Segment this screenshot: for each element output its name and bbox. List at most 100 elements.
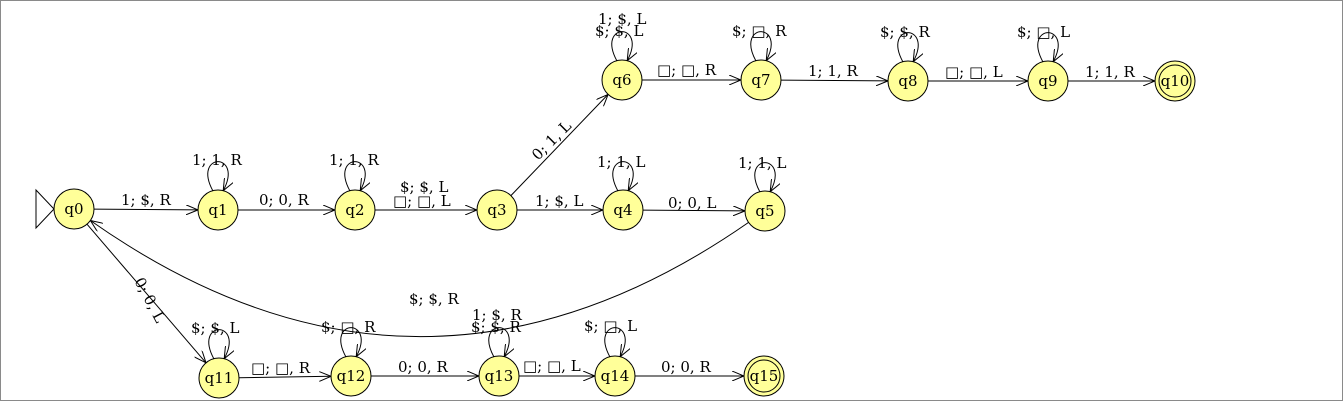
state-circle bbox=[478, 355, 520, 397]
transition-label: $; □, L bbox=[1017, 23, 1070, 41]
transition-label: 1; $, L bbox=[598, 10, 646, 28]
transition-arrow-q7-q8 bbox=[780, 80, 888, 81]
transition-label: □; □, L bbox=[945, 63, 1003, 81]
transition-label: 0; 1, L bbox=[528, 117, 575, 164]
state-q6[interactable]: q6 bbox=[601, 59, 643, 101]
state-circle bbox=[744, 190, 786, 232]
state-label: q1 bbox=[208, 201, 227, 219]
transition-label: 0; 0, R bbox=[398, 358, 448, 376]
state-q2[interactable]: q2 bbox=[334, 189, 376, 231]
transition-label: $; $, L bbox=[595, 22, 643, 40]
transition-label: 1; 1, L bbox=[738, 154, 786, 172]
start-state-arrow-icon bbox=[35, 188, 55, 230]
state-label: q15 bbox=[750, 367, 779, 385]
state-label: q12 bbox=[337, 367, 366, 385]
self-loop-q13 bbox=[488, 327, 509, 357]
state-label: q5 bbox=[755, 202, 774, 220]
state-circle bbox=[887, 60, 929, 102]
transition-label: 1; $, L bbox=[535, 192, 583, 210]
state-circle bbox=[740, 59, 782, 101]
transition-label: 0; 0, R bbox=[661, 358, 711, 376]
state-label: q10 bbox=[1161, 72, 1190, 90]
state-label: q0 bbox=[64, 200, 83, 218]
self-loop-q2 bbox=[344, 161, 365, 191]
transition-label: 0; 0, L bbox=[668, 194, 716, 212]
state-label: q4 bbox=[613, 201, 632, 219]
state-label: q7 bbox=[751, 71, 770, 89]
state-q13[interactable]: q13 bbox=[478, 355, 520, 397]
state-label: q3 bbox=[487, 201, 506, 219]
transition-arrow-q3-q6 bbox=[510, 94, 608, 196]
transition-label: 1; $, R bbox=[472, 306, 522, 324]
transition-label: 1; 1, R bbox=[808, 62, 858, 80]
state-q15[interactable]: q15 bbox=[743, 355, 785, 397]
state-q8[interactable]: q8 bbox=[887, 60, 929, 102]
self-loop-q8 bbox=[897, 32, 918, 62]
transition-label: $; $, R bbox=[409, 290, 459, 308]
state-label: q2 bbox=[345, 201, 364, 219]
state-label: q11 bbox=[205, 369, 234, 387]
transition-arrow-q4-q5 bbox=[642, 210, 745, 211]
transition-label: 1; 1, R bbox=[192, 151, 242, 169]
transition-arrow-q0-q1 bbox=[93, 209, 198, 210]
transition-label: □; □, R bbox=[657, 61, 717, 79]
transition-label: 1; 1, L bbox=[597, 153, 645, 171]
transition-label: □; □, L bbox=[393, 192, 451, 210]
transition-label: $; $, R bbox=[471, 318, 521, 336]
transition-label: $; $, L bbox=[400, 178, 448, 196]
transition-label: $; □, R bbox=[732, 22, 787, 40]
state-nodes: q0 q1 q2 q3 q4 q5 q6 q7 q8 q9 q10 q11 q12 q13 q14 q15 bbox=[35, 59, 1196, 399]
state-circle bbox=[197, 189, 239, 231]
state-circle bbox=[476, 189, 518, 231]
self-loop-q14 bbox=[604, 327, 625, 357]
final-state-ring bbox=[1158, 64, 1192, 98]
transition-label: $; □, R bbox=[321, 318, 376, 336]
state-label: q9 bbox=[1038, 72, 1057, 90]
state-label: q8 bbox=[898, 72, 917, 90]
state-q7[interactable]: q7 bbox=[740, 59, 782, 101]
state-q4[interactable]: q4 bbox=[602, 189, 644, 231]
state-q11[interactable]: q11 bbox=[198, 357, 240, 399]
state-q5[interactable]: q5 bbox=[744, 190, 786, 232]
transition-label: 1; $, R bbox=[121, 191, 171, 209]
state-circle bbox=[601, 59, 643, 101]
state-q14[interactable]: q14 bbox=[594, 355, 636, 397]
state-circle bbox=[743, 355, 785, 397]
state-q0[interactable]: q0 bbox=[53, 188, 95, 230]
state-q9[interactable]: q9 bbox=[1027, 60, 1069, 102]
state-label: q13 bbox=[485, 367, 514, 385]
state-circle bbox=[334, 189, 376, 231]
transition-arrow-q11-q12 bbox=[238, 376, 331, 377]
final-state-ring bbox=[747, 359, 781, 393]
state-circle bbox=[1154, 60, 1196, 102]
transition-label: $; □, L bbox=[584, 317, 637, 335]
transition-label: 1; 1, R bbox=[329, 151, 379, 169]
self-loop-q4 bbox=[612, 161, 633, 191]
transition-arrow-q0-q11 bbox=[86, 223, 206, 363]
state-circle bbox=[198, 357, 240, 399]
transition-label: □; □, L bbox=[523, 357, 581, 375]
transition-label: $; $, R bbox=[880, 23, 930, 41]
transition-label: 0; 0, L bbox=[130, 274, 169, 325]
state-q1[interactable]: q1 bbox=[197, 189, 239, 231]
self-loop-q12 bbox=[340, 327, 361, 357]
state-q10[interactable]: q10 bbox=[1154, 60, 1196, 102]
transition-edges bbox=[86, 31, 1155, 378]
state-circle bbox=[594, 355, 636, 397]
state-q12[interactable]: q12 bbox=[330, 355, 372, 397]
self-loop-q7 bbox=[750, 31, 771, 61]
transition-label: □; □, R bbox=[251, 359, 311, 377]
state-label: q14 bbox=[601, 367, 630, 385]
transition-arrow-q5-q0 bbox=[90, 221, 749, 338]
transition-label: 0; 0, R bbox=[259, 191, 309, 209]
self-loop-q11 bbox=[208, 329, 229, 359]
state-label: q6 bbox=[612, 71, 631, 89]
state-circle bbox=[53, 188, 95, 230]
state-q3[interactable]: q3 bbox=[476, 189, 518, 231]
self-loop-q5 bbox=[754, 162, 775, 192]
state-circle bbox=[1027, 60, 1069, 102]
self-loop-q6 bbox=[611, 31, 632, 61]
state-circle bbox=[330, 355, 372, 397]
